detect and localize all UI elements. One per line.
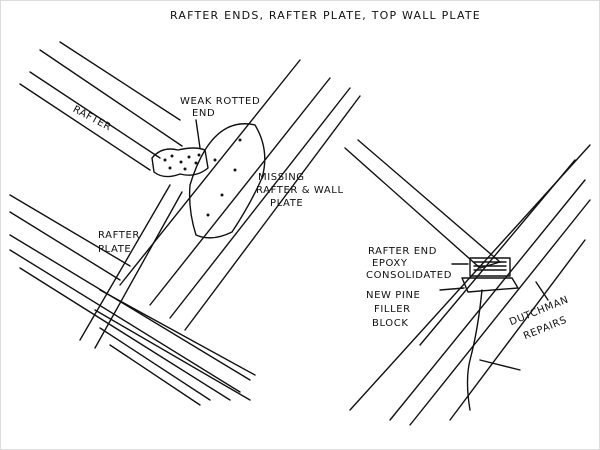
crack-line <box>466 289 483 411</box>
rotted-end <box>151 147 209 178</box>
label-missing-2: RAFTER & WALL <box>256 185 344 196</box>
rafter-end-member <box>344 139 501 269</box>
label-rafter-plate-1: RAFTER <box>98 230 140 241</box>
label-rafter-end-1: RAFTER END <box>368 246 438 257</box>
epoxy-block <box>469 257 511 277</box>
dutchman-leader <box>535 281 549 301</box>
label-rafter-end-2: EPOXY <box>372 258 408 269</box>
label-filler-1: NEW PINE <box>366 290 421 301</box>
weak-rotted-leader <box>195 119 201 149</box>
label-weak-rotted-2: END <box>192 108 216 119</box>
filler-block <box>461 277 519 293</box>
label-missing-1: MISSING <box>258 172 305 183</box>
page-title: RAFTER ENDS, RAFTER PLATE, TOP WALL PLAT… <box>170 9 481 22</box>
lower-leader <box>479 359 521 371</box>
wall-plate-right <box>349 144 591 426</box>
label-weak-rotted-1: WEAK ROTTED <box>180 96 261 107</box>
label-filler-2: FILLER <box>374 304 411 315</box>
label-missing-3: PLATE <box>270 198 304 209</box>
wall-plate-members <box>9 194 256 406</box>
rafter-member <box>19 41 183 171</box>
label-filler-3: BLOCK <box>372 318 409 329</box>
label-rafter-end-3: CONSOLIDATED <box>366 270 452 281</box>
right-sketch <box>344 139 591 426</box>
label-rafter-plate-2: PLATE <box>98 244 132 255</box>
left-sketch <box>9 41 361 406</box>
filler-leader <box>439 287 465 291</box>
missing-region <box>188 123 266 239</box>
